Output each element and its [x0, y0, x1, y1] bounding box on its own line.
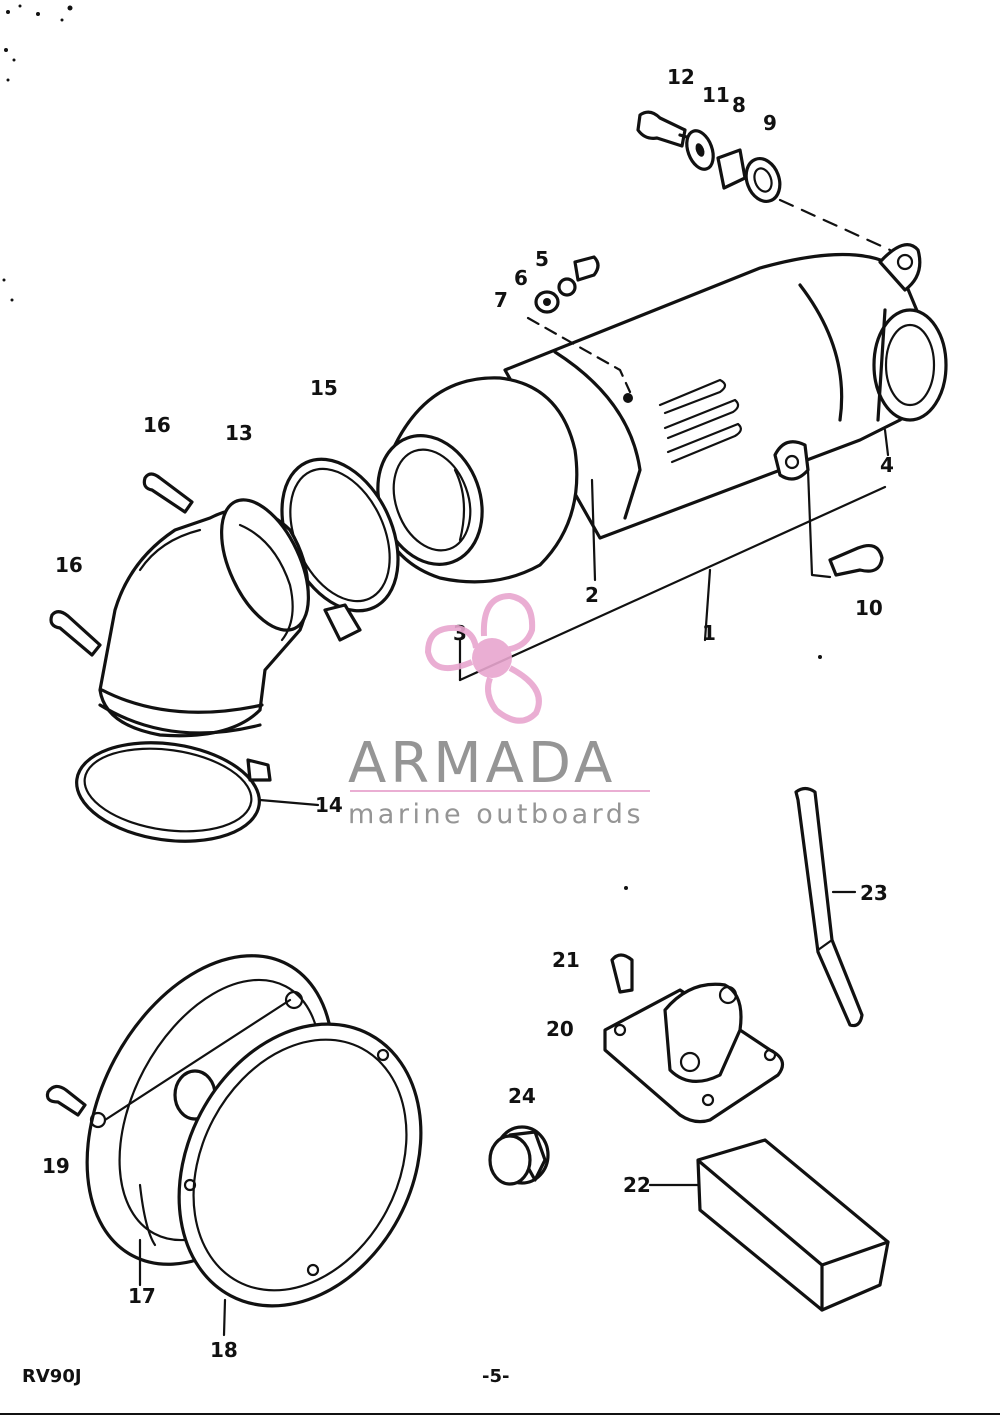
muffler-assembly [373, 243, 948, 682]
callout-21: 21 [552, 948, 580, 972]
block-22 [648, 1138, 890, 1312]
plug-24 [488, 1125, 550, 1186]
callout-17: 17 [128, 1284, 156, 1308]
bolt-10 [828, 544, 884, 577]
callout-20: 20 [546, 1017, 574, 1041]
bolts-16 [49, 472, 194, 657]
callout-24: 24 [508, 1084, 536, 1108]
callout-18: 18 [210, 1338, 238, 1362]
callout-7: 7 [494, 288, 508, 312]
armada-watermark: ARMADA marine outboards [348, 592, 650, 830]
watermark-name: ARMADA [348, 731, 616, 796]
watermark-subtitle: marine outboards [348, 799, 644, 830]
callout-16-lower: 16 [55, 553, 83, 577]
band-14 [75, 741, 320, 843]
callout-1: 1 [702, 621, 716, 645]
callout-13: 13 [225, 421, 253, 445]
callout-5: 5 [535, 247, 549, 271]
callout-6: 6 [514, 266, 528, 290]
callout-19: 19 [42, 1154, 70, 1178]
cover-20 [603, 953, 785, 1124]
callout-4: 4 [880, 453, 894, 477]
hose-23 [794, 786, 864, 1028]
callout-2: 2 [585, 583, 599, 607]
callout-10: 10 [855, 596, 883, 620]
callout-12: 12 [667, 65, 695, 89]
callout-8: 8 [732, 93, 746, 117]
callout-11: 11 [702, 83, 730, 107]
callout-15: 15 [310, 376, 338, 400]
callout-23: 23 [860, 881, 888, 905]
callout-22: 22 [623, 1173, 651, 1197]
elbow-hose [98, 498, 310, 738]
scan-speckles [2, 4, 822, 890]
band-15 [280, 457, 400, 642]
footer: RV90J -5- [22, 1366, 509, 1387]
model-code: RV90J [22, 1366, 82, 1387]
gasket-and-ring [45, 954, 423, 1337]
page-number: -5- [482, 1366, 509, 1387]
callout-14: 14 [315, 793, 343, 817]
screw-washer-nut [526, 255, 632, 394]
callout-labels: 1 2 3 4 5 6 7 8 9 10 11 12 13 14 15 16 1… [42, 65, 894, 1362]
propeller-icon [424, 592, 542, 724]
callout-9: 9 [763, 111, 777, 135]
callout-16-upper: 16 [143, 413, 171, 437]
bolt-washer-stack [636, 110, 892, 252]
